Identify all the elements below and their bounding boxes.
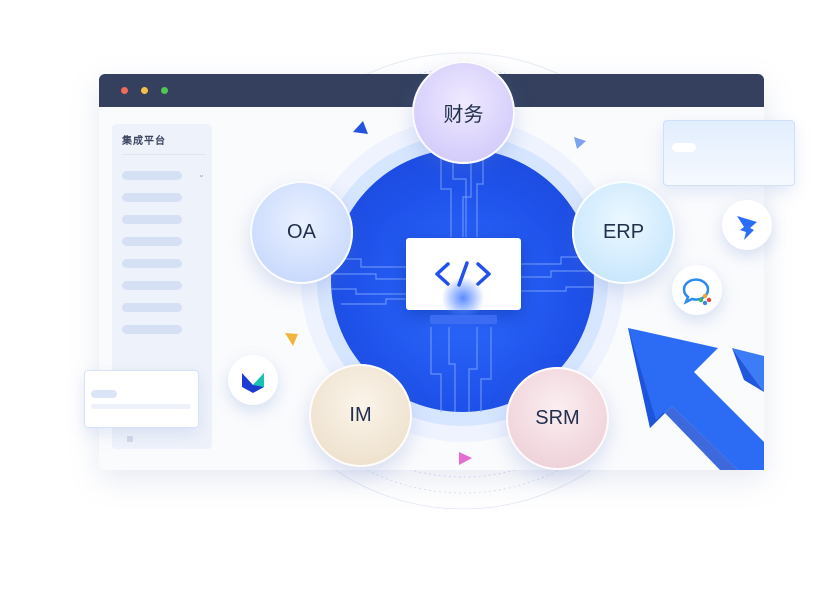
card-line [91, 404, 191, 409]
floating-card-right [663, 120, 795, 186]
card-pill [91, 390, 117, 398]
node-im-label: IM [349, 404, 372, 426]
node-oa-label: OA [287, 221, 316, 243]
sidebar-item[interactable] [122, 325, 182, 334]
minimize-dot[interactable] [141, 87, 148, 94]
node-srm[interactable]: SRM [506, 367, 609, 470]
node-erp[interactable]: ERP [572, 181, 675, 284]
card-pill [672, 143, 696, 152]
node-im[interactable]: IM [309, 364, 412, 467]
sidebar-item[interactable] [122, 237, 182, 246]
close-dot[interactable] [121, 87, 128, 94]
node-oa[interactable]: OA [250, 181, 353, 284]
sidebar-title: 集成平台 [122, 136, 166, 147]
sidebar-footer-icon [127, 436, 133, 442]
wecom-chat-icon[interactable] [672, 265, 722, 315]
node-finance-label: 财务 [443, 104, 484, 126]
node-finance[interactable]: 财务 [412, 61, 515, 164]
feishu-icon[interactable] [228, 355, 278, 405]
node-srm-label: SRM [535, 407, 580, 429]
sidebar-divider [122, 154, 206, 155]
chevron-down-icon[interactable]: ⌄ [198, 170, 205, 179]
sidebar-item[interactable] [122, 259, 182, 268]
sidebar-item[interactable] [122, 215, 182, 224]
big-arrow-cursor [628, 328, 764, 470]
node-erp-label: ERP [602, 221, 645, 243]
sidebar-item[interactable] [122, 193, 182, 202]
circuit-lines [331, 149, 594, 412]
sidebar-item[interactable] [122, 303, 182, 312]
sidebar-item[interactable] [122, 171, 182, 180]
dingtalk-icon[interactable] [722, 200, 772, 250]
floating-card-left [84, 370, 199, 428]
code-icon [435, 261, 491, 287]
maximize-dot[interactable] [161, 87, 168, 94]
sidebar-item[interactable] [122, 281, 182, 290]
monitor-stand [430, 315, 497, 324]
